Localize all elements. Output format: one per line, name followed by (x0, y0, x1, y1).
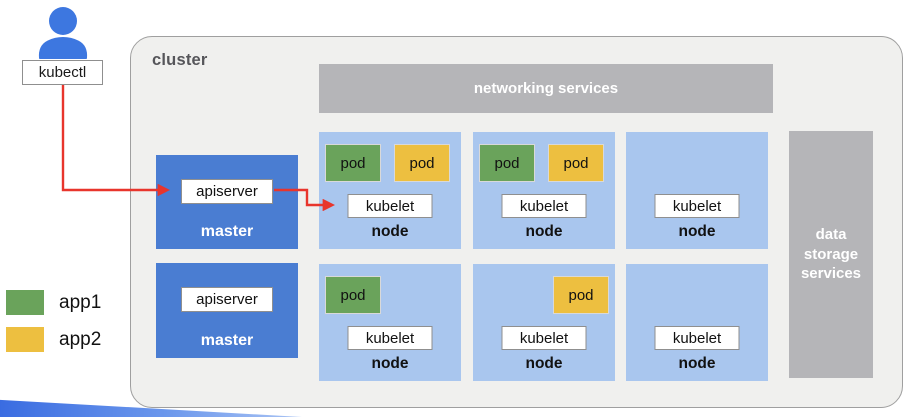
user-icon (38, 7, 88, 59)
legend-label: app2 (59, 328, 102, 350)
apiserver-box: apiserver (181, 179, 273, 204)
kubelet-box: kubelet (347, 194, 433, 218)
kubelet-box: kubelet (347, 326, 433, 350)
kubelet-label: kubelet (672, 329, 722, 347)
legend-label: app1 (59, 291, 102, 313)
kubectl-label: kubectl (38, 64, 87, 81)
app2-color-swatch (6, 327, 44, 352)
kubelet-box: kubelet (501, 194, 587, 218)
master-label: master (200, 332, 254, 349)
kubelet-box: kubelet (654, 194, 740, 218)
apiserver-box: apiserver (181, 287, 273, 312)
node-box: pod kubelet node (473, 264, 615, 381)
kubelet-box: kubelet (501, 326, 587, 350)
apiserver-label: apiserver (196, 183, 258, 200)
networking-services-label: networking services (473, 80, 619, 97)
pods-row: pod (325, 276, 455, 314)
kubelet-box: kubelet (654, 326, 740, 350)
kubelet-label: kubelet (672, 197, 722, 215)
pod-box: pod (553, 276, 609, 314)
node-box: pod kubelet node (319, 264, 461, 381)
pod-box: pod (548, 144, 604, 182)
kubelet-label: kubelet (365, 197, 415, 215)
pod-box: pod (325, 144, 381, 182)
cluster-container: cluster networking services data storage… (130, 36, 903, 408)
pod-box: pod (394, 144, 450, 182)
pods-row (632, 144, 762, 182)
master-box: apiserver master (156, 155, 298, 249)
networking-services-bar: networking services (319, 64, 773, 113)
node-label: node (371, 223, 409, 240)
pod-box: pod (325, 276, 381, 314)
node-label: node (525, 223, 563, 240)
node-label: node (678, 223, 716, 240)
node-label: node (678, 355, 716, 372)
node-label: node (525, 355, 563, 372)
kubelet-label: kubelet (519, 329, 569, 347)
data-storage-services-label: data storage services (800, 226, 862, 283)
pods-row (632, 276, 762, 314)
legend-item-app1: app1 (6, 290, 101, 315)
pods-row: pod (479, 276, 609, 314)
app1-color-swatch (6, 290, 44, 315)
node-box: kubelet node (626, 132, 768, 249)
legend-item-app2: app2 (6, 327, 101, 352)
cluster-label: cluster (152, 51, 208, 69)
master-box: apiserver master (156, 263, 298, 358)
kubelet-label: kubelet (519, 197, 569, 215)
node-label: node (371, 355, 409, 372)
data-storage-services-bar: data storage services (789, 131, 873, 378)
apiserver-label: apiserver (196, 291, 258, 308)
pod-box: pod (479, 144, 535, 182)
master-label: master (200, 223, 254, 240)
kubectl-box: kubectl (22, 60, 103, 85)
node-box: kubelet node (626, 264, 768, 381)
kubelet-label: kubelet (365, 329, 415, 347)
